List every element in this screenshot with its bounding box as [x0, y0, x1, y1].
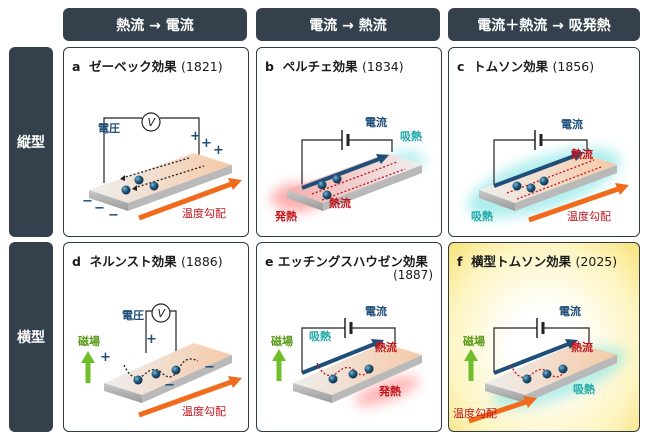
- svg-text:+: +: [213, 143, 224, 158]
- svg-text:発熱: 発熱: [274, 209, 297, 223]
- svg-text:磁場: 磁場: [463, 334, 485, 348]
- panel-title: a ゼーベック効果 (1821): [72, 59, 223, 74]
- header-col-2: 電流 → 熱流: [256, 8, 440, 41]
- svg-text:磁場: 磁場: [78, 334, 100, 348]
- ettingshausen-diagram: 電流 磁場 吸熱 熱流 発熱: [271, 304, 422, 406]
- panel-peltier: b ペルチェ効果 (1834) 電流 吸熱 発熱 熱流: [256, 47, 442, 237]
- svg-text:磁場: 磁場: [271, 334, 293, 348]
- panel-year: (1887): [393, 268, 433, 282]
- panel-title: d ネルンスト効果 (1886): [72, 254, 223, 269]
- svg-text:電流: 電流: [561, 117, 583, 131]
- panel-title: b ペルチェ効果 (1834): [265, 59, 404, 74]
- svg-text:吸熱: 吸熱: [471, 209, 493, 223]
- panel-ettingshausen: e エッチングスハウゼン効果 (1887) 電流 磁場 吸熱 熱流 発熱: [256, 242, 442, 432]
- svg-text:V: V: [158, 307, 167, 320]
- transverse-thomson-diagram: 電流 磁場 熱流 吸熱 温度勾配: [453, 304, 626, 424]
- svg-text:−: −: [82, 194, 93, 209]
- svg-text:−: −: [204, 360, 215, 375]
- svg-text:熱流: 熱流: [571, 340, 593, 354]
- voltmeter-icon: [141, 112, 161, 132]
- svg-text:温度勾配: 温度勾配: [453, 406, 497, 420]
- panel-title: c トムソン効果 (1856): [457, 59, 595, 74]
- svg-text:+: +: [201, 136, 212, 151]
- svg-text:+: +: [100, 350, 111, 365]
- voltmeter-icon: [151, 303, 171, 323]
- svg-text:電圧: 電圧: [98, 122, 120, 135]
- panel-thomson: c トムソン効果 (1856) 電流 熱流 吸熱 温度勾配: [448, 47, 640, 237]
- svg-text:電流: 電流: [365, 304, 387, 318]
- svg-text:−: −: [108, 208, 119, 223]
- panel-transverse-thomson: f 横型トムソン効果 (2025) 電流 磁場 熱流 吸熱 温度勾配: [448, 242, 640, 432]
- svg-text:温度勾配: 温度勾配: [182, 206, 226, 220]
- peltier-diagram: 電流 吸熱 発熱 熱流: [271, 115, 425, 223]
- thomson-diagram: 電流 熱流 吸熱 温度勾配: [467, 117, 629, 223]
- panel-seebeck: a ゼーベック効果 (1821) V 電圧 + + + − − − 温度勾配: [63, 47, 249, 237]
- svg-text:電圧: 電圧: [122, 309, 144, 322]
- svg-text:熱流: 熱流: [571, 147, 593, 161]
- row-header-transverse: 横型: [9, 242, 53, 432]
- header-col-1: 熱流 → 電流: [63, 8, 247, 41]
- nernst-diagram: V 電圧 + + − − 磁場 温度勾配: [78, 303, 242, 418]
- svg-text:熱流: 熱流: [375, 340, 397, 354]
- svg-text:吸熱: 吸熱: [400, 129, 422, 143]
- svg-text:熱流: 熱流: [329, 196, 351, 210]
- svg-text:電流: 電流: [559, 304, 581, 318]
- panel-title: f 横型トムソン効果 (2025): [457, 254, 618, 269]
- svg-text:温度勾配: 温度勾配: [567, 209, 611, 223]
- svg-text:+: +: [146, 332, 157, 347]
- seebeck-diagram: V 電圧 + + + − − − 温度勾配: [82, 112, 242, 223]
- header-col-3: 電流＋熱流 → 吸発熱: [448, 8, 640, 41]
- row-header-longitudinal: 縦型: [9, 47, 53, 237]
- svg-text:吸熱: 吸熱: [309, 329, 331, 343]
- svg-text:+: +: [190, 129, 201, 144]
- svg-text:発熱: 発熱: [378, 384, 401, 398]
- panel-title: e エッチングスハウゼン効果: [265, 254, 428, 269]
- svg-text:吸熱: 吸熱: [573, 382, 595, 396]
- svg-text:電流: 電流: [365, 115, 387, 129]
- svg-text:V: V: [148, 116, 157, 129]
- svg-text:温度勾配: 温度勾配: [182, 404, 226, 418]
- svg-text:−: −: [94, 201, 105, 216]
- svg-text:−: −: [164, 378, 175, 393]
- panel-nernst: d ネルンスト効果 (1886) V 電圧 + + − − 磁場 温度勾配: [63, 242, 249, 432]
